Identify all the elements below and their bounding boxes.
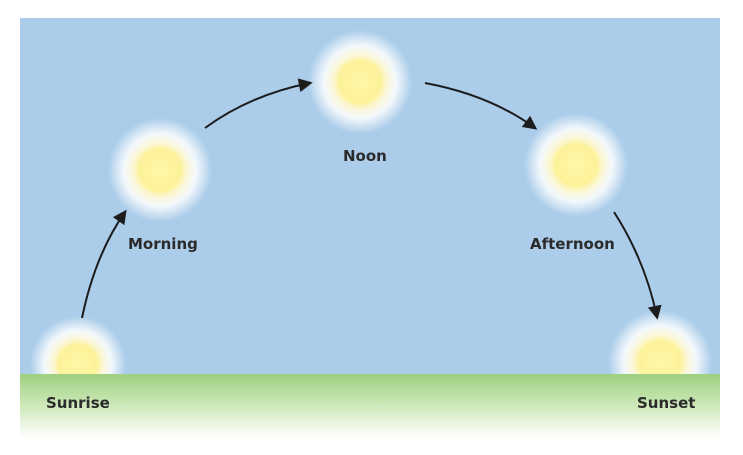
arrow-icon bbox=[204, 78, 313, 129]
sun-icon bbox=[524, 113, 628, 217]
sun-icon bbox=[608, 310, 712, 374]
label-sunset: Sunset bbox=[637, 394, 695, 412]
label-afternoon: Afternoon bbox=[530, 235, 615, 253]
arrow-icon bbox=[81, 209, 127, 319]
arrow-icon bbox=[424, 82, 538, 130]
sun-icon bbox=[308, 30, 412, 134]
label-sunrise: Sunrise bbox=[46, 394, 110, 412]
label-morning: Morning bbox=[128, 235, 198, 253]
sun-icon bbox=[30, 316, 126, 374]
sun-icon bbox=[108, 118, 212, 222]
ground bbox=[20, 374, 720, 438]
arrow-icon bbox=[613, 211, 662, 320]
label-noon: Noon bbox=[343, 147, 387, 165]
